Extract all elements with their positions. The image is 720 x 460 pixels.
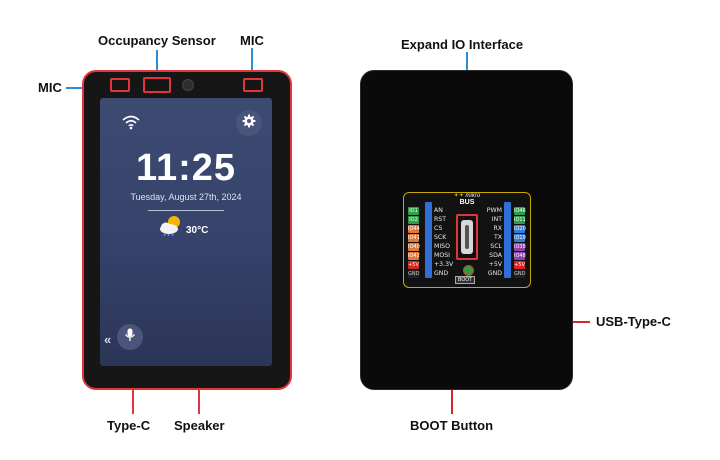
pin-label: MISO (434, 243, 450, 250)
mic-left-highlight (110, 78, 130, 92)
pin-badge: IO2 (408, 216, 419, 224)
pin-label: SCK (434, 234, 447, 241)
pin-label: AN (434, 207, 443, 214)
wifi-icon (122, 114, 140, 130)
divider (148, 210, 224, 211)
pin-label: +3.3V (434, 261, 454, 268)
mic-top-label: MIC (240, 33, 264, 48)
pin-label: RST (434, 216, 447, 223)
pin-badge: IO11 (514, 216, 526, 224)
left-header-strip (425, 202, 432, 278)
gear-icon (242, 114, 256, 133)
mikrobus-logo: ✦✦ mikro BUS (453, 193, 481, 206)
pin-label: CS (434, 225, 443, 232)
pin-label: SCL (490, 243, 502, 250)
microphone-button[interactable] (117, 324, 143, 350)
camera-lens (182, 79, 194, 91)
left-pin-badges: IO1 IO2 IO44 IO41 IO40 IO42 +5V GND (408, 207, 420, 278)
pin-badge: IO20 (514, 225, 526, 233)
pin-badge: IO38 (514, 243, 526, 251)
chevron-left-double-icon[interactable]: « (104, 332, 112, 347)
type-c-label: Type-C (107, 418, 151, 433)
mic-right-highlight (243, 78, 263, 92)
left-pin-labels: AN RST CS SCK MISO MOSI +3.3V GND (434, 206, 453, 278)
usb-type-c-label: USB-Type-C (596, 314, 671, 329)
boot-label: BOOT (455, 276, 476, 284)
pin-label: RX (493, 225, 502, 232)
temperature-readout: 30°C (186, 225, 209, 236)
boot-button[interactable] (463, 265, 474, 276)
weather-cloud-sun-icon (158, 214, 184, 237)
speaker-label: Speaker (174, 418, 225, 433)
pin-badge: IO1 (408, 207, 419, 215)
pin-badge: IO41 (408, 234, 420, 242)
pin-badge: IO42 (408, 252, 420, 260)
occupancy-sensor-highlight (143, 77, 171, 93)
device-screen (100, 98, 272, 366)
pin-badge: IO46 (514, 207, 526, 215)
pin-badge: IO19 (514, 234, 526, 242)
right-header-strip (504, 202, 511, 278)
pin-label: PWM (486, 207, 502, 214)
pin-label: MOSI (434, 252, 450, 259)
pin-badge: IO40 (408, 243, 420, 251)
microphone-icon (124, 328, 136, 347)
pin-label: TX (493, 234, 502, 241)
clock-time: 11:25 (135, 147, 237, 189)
pin-badge: +5V (514, 261, 525, 269)
pin-label: GND (434, 270, 449, 277)
pin-badge: IO48 (514, 252, 526, 260)
mic-left-label: MIC (38, 80, 62, 95)
pin-badge: GND (514, 270, 526, 278)
expand-io-label: Expand IO Interface (401, 37, 524, 52)
usb-type-c-port[interactable] (461, 220, 473, 254)
pin-label: SDA (489, 252, 502, 259)
pin-label: GND (487, 270, 502, 277)
right-pin-badges: IO46 IO11 IO20 IO19 IO38 IO48 +5V GND (514, 207, 526, 278)
clock-date: Tuesday, August 27th, 2024 (130, 192, 242, 202)
pin-label: INT (491, 216, 502, 223)
pin-badge: IO44 (408, 225, 420, 233)
settings-button[interactable] (236, 110, 262, 136)
pin-label: +5V (488, 261, 502, 268)
occupancy-sensor-label: Occupancy Sensor (98, 33, 216, 48)
pin-badge: +5V (408, 261, 419, 269)
boot-button-label: BOOT Button (410, 418, 494, 433)
right-pin-labels: PWM INT RX TX SCL SDA +5V GND (482, 206, 502, 278)
pin-badge: GND (408, 270, 420, 278)
